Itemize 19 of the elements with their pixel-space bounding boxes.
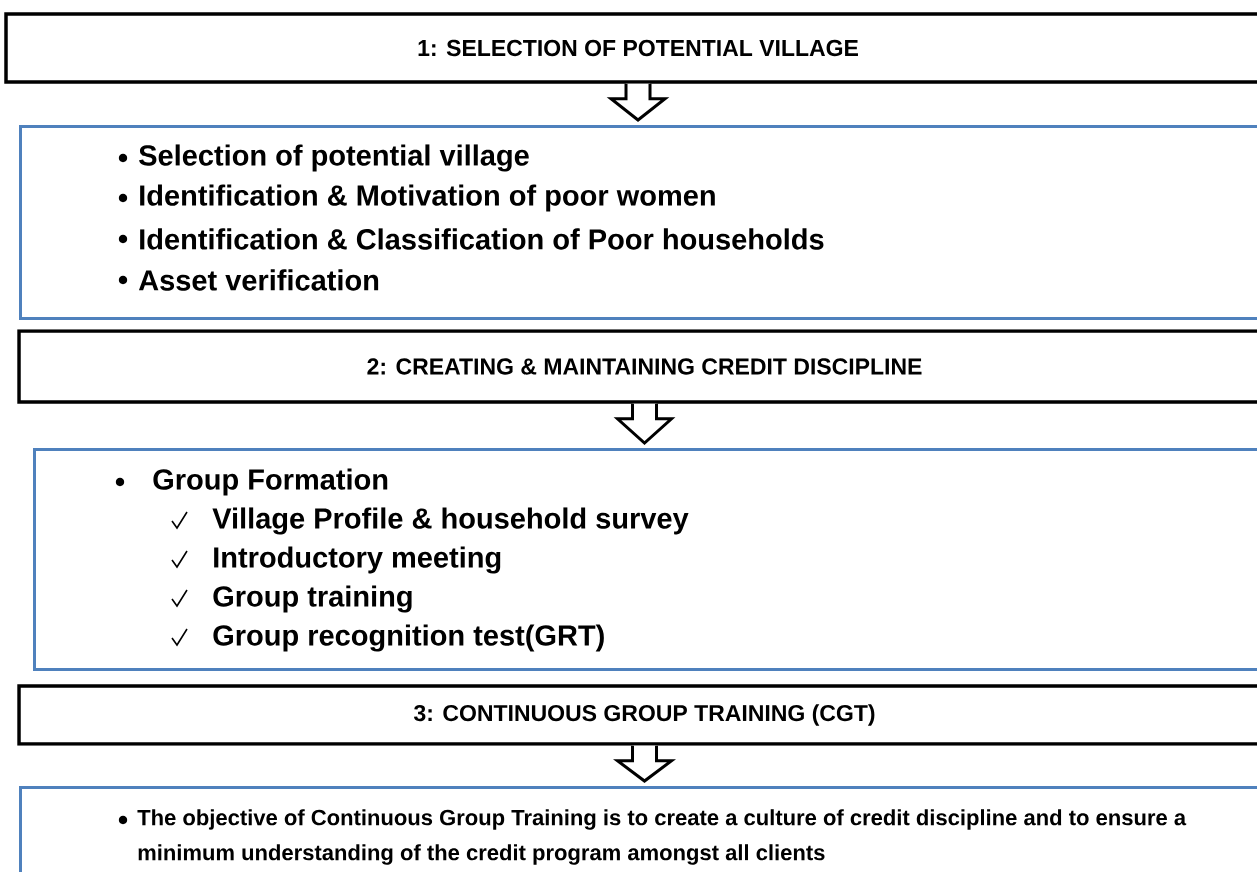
- bullet-item: Identification & Classification of Poor households: [118, 228, 824, 250]
- checklist-item: Group training: [171, 585, 412, 613]
- checklist-item: Village Profile & household survey: [171, 507, 689, 535]
- checklist-item: Group recognition test(GRT): [171, 624, 604, 652]
- content-box: [19, 125, 1257, 320]
- checklist-item: Introductory meeting: [171, 546, 501, 574]
- bullet-item: Identification & Motivation of poor women: [118, 184, 715, 212]
- bullet-item: Group Formation: [115, 468, 388, 496]
- bullet-item: The objective of Continuous Group Training is to create a culture of credit discipline and to ensure a minimum understanding of the credit program amongst all clients: [118, 809, 1187, 865]
- hollow-arrow: [613, 744, 676, 783]
- hollow-arrow: [613, 402, 676, 445]
- bullet-item: Selection of potential village: [118, 144, 529, 172]
- content-box: [33, 448, 1257, 671]
- step-header-box: 2: CREATING & MAINTAINING CREDIT DISCIPLINE: [17, 329, 1257, 404]
- step-header-box: 3: CONTINUOUS GROUP TRAINING (CGT): [17, 684, 1257, 746]
- hollow-arrow: [606, 82, 670, 122]
- step-header-box: 1: SELECTION OF POTENTIAL VILLAGE: [4, 12, 1257, 84]
- content-box: [19, 786, 1257, 872]
- bullet-item: Asset verification: [118, 269, 379, 291]
